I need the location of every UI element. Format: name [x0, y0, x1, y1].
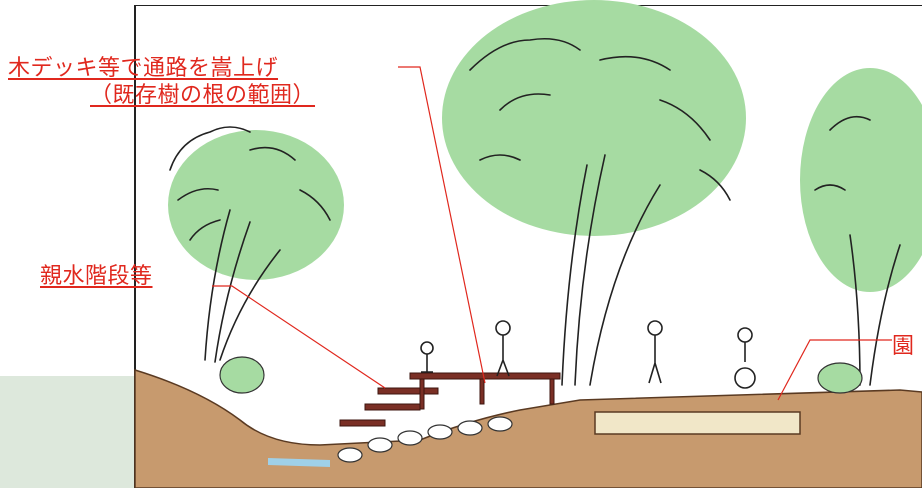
label-right-partial: 園 — [892, 335, 915, 359]
stones — [337, 416, 513, 463]
tree-trunks — [204, 154, 901, 386]
label-raised-path: 木デッキ等で通路を嵩上げ — [8, 56, 279, 81]
shrubs — [219, 356, 863, 394]
people-figures — [420, 320, 756, 389]
paved-path — [594, 411, 801, 435]
tree-canopy-left — [168, 130, 344, 280]
wooden-deck-and-steps — [339, 372, 561, 427]
label-root-range: （既存樹の根の範囲） — [90, 83, 316, 108]
canopy-sketch-lines — [169, 37, 871, 241]
label-waterside-steps: 親水階段等 — [40, 264, 153, 289]
leader-lines — [212, 66, 892, 401]
ground-section — [134, 368, 922, 488]
tree-canopy-right — [800, 68, 922, 292]
background-band — [0, 376, 135, 488]
tree-canopy-center — [442, 0, 746, 236]
water — [268, 458, 330, 467]
